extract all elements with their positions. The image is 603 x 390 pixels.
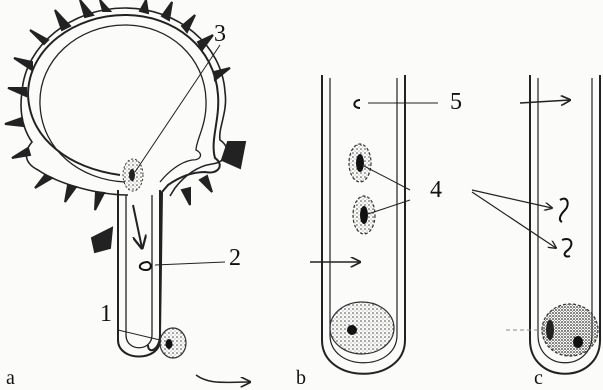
callout-3: 3 <box>214 22 226 46</box>
callout-2: 2 <box>229 246 241 270</box>
arrow-4-c-lower <box>472 192 556 248</box>
arrow-c <box>520 100 570 103</box>
callout-5: 5 <box>450 90 462 114</box>
structure-1-cell <box>160 328 186 358</box>
sperm-c-upper <box>560 199 568 222</box>
callout-lines-b <box>364 103 438 214</box>
vegetative-cell-c <box>542 304 598 356</box>
arrow-4-c-upper <box>472 190 552 208</box>
sperm-cell-b-lower <box>353 196 375 234</box>
sperm-c-lower <box>562 239 571 257</box>
callout-1: 1 <box>100 302 112 326</box>
panel-label-c: c <box>534 368 543 388</box>
arrow-down-tube <box>133 205 142 248</box>
sperm-cell-b-upper <box>349 144 371 182</box>
structure-5-b <box>354 100 360 108</box>
arrow-out <box>196 375 250 382</box>
structure-2 <box>140 262 151 270</box>
vegetative-cell-b <box>330 302 394 354</box>
pollen-spines <box>5 0 245 252</box>
panel-label-a: a <box>6 368 15 388</box>
panel-label-b: b <box>296 368 306 388</box>
callout-4: 4 <box>430 178 442 202</box>
